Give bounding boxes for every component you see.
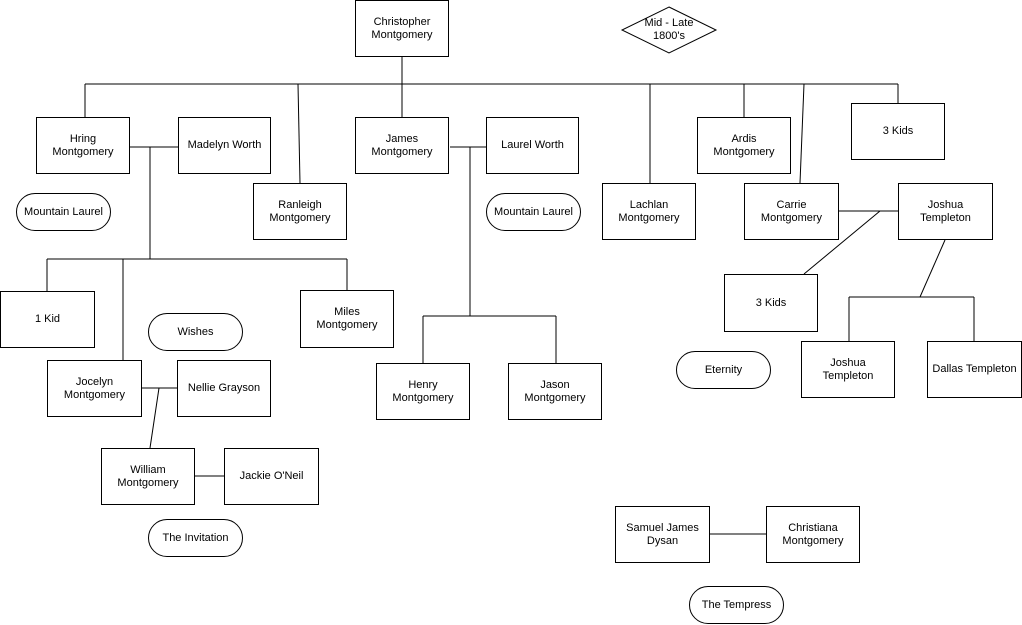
person-ranleigh-montgomery: Ranleigh Montgomery	[253, 183, 347, 240]
book-mountain-laurel-2: Mountain Laurel	[486, 193, 581, 231]
person-dallas-templeton: Dallas Templeton	[927, 341, 1022, 398]
book-the-invitation: The Invitation	[148, 519, 243, 557]
person-madelyn-worth: Madelyn Worth	[178, 117, 271, 174]
era-diamond-shape	[620, 6, 718, 54]
person-lachlan-montgomery: Lachlan Montgomery	[602, 183, 696, 240]
book-wishes: Wishes	[148, 313, 243, 351]
person-william-montgomery: William Montgomery	[101, 448, 195, 505]
person-james-montgomery: James Montgomery	[355, 117, 449, 174]
person-ardis-montgomery: Ardis Montgomery	[697, 117, 791, 174]
person-carrie-montgomery: Carrie Montgomery	[744, 183, 839, 240]
person-nellie-grayson: Nellie Grayson	[177, 360, 271, 417]
person-joshua-templeton: Joshua Templeton	[898, 183, 993, 240]
person-laurel-worth: Laurel Worth	[486, 117, 579, 174]
book-mountain-laurel: Mountain Laurel	[16, 193, 111, 231]
person-jackie-oneil: Jackie O'Neil	[224, 448, 319, 505]
children-1-kid: 1 Kid	[0, 291, 95, 348]
book-eternity: Eternity	[676, 351, 771, 389]
person-jason-montgomery: Jason Montgomery	[508, 363, 602, 420]
book-the-tempress: The Tempress	[689, 586, 784, 624]
era-label: Mid - Late 1800's	[644, 17, 694, 42]
children-3-kids: 3 Kids	[851, 103, 945, 160]
person-christopher-montgomery: Christopher Montgomery	[355, 0, 449, 57]
person-jocelyn-montgomery: Jocelyn Montgomery	[47, 360, 142, 417]
person-samuel-james-dysan: Samuel James Dysan	[615, 506, 710, 563]
person-christiana-montgomery: Christiana Montgomery	[766, 506, 860, 563]
person-hring-montgomery: Hring Montgomery	[36, 117, 130, 174]
person-joshua-templeton-jr: Joshua Templeton	[801, 341, 895, 398]
children-3-kids-carrie: 3 Kids	[724, 274, 818, 332]
person-henry-montgomery: Henry Montgomery	[376, 363, 470, 420]
person-miles-montgomery: Miles Montgomery	[300, 290, 394, 348]
